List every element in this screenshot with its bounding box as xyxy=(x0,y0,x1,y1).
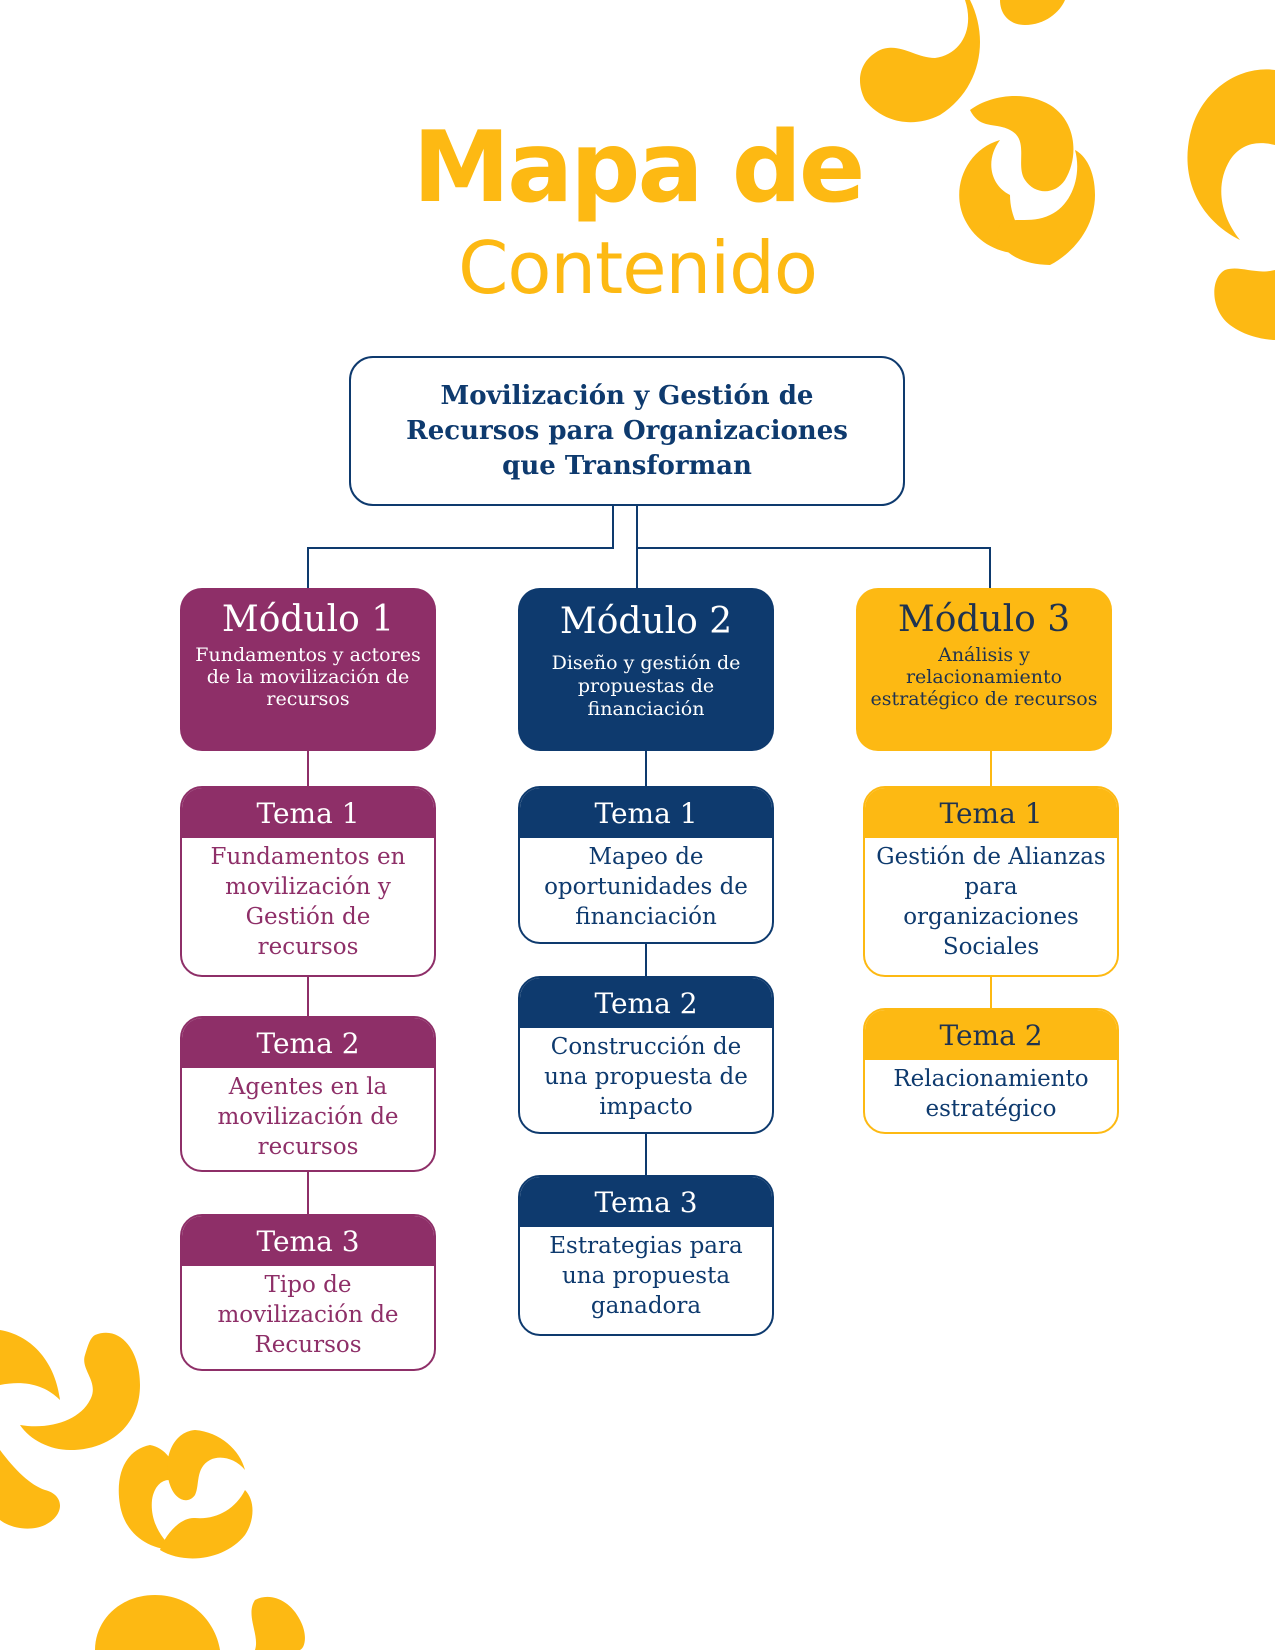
module-3-subtitle: Análisis y relacionamiento estratégico d… xyxy=(870,644,1098,710)
connector-module1-vertical xyxy=(307,547,309,588)
m2-tema-1-text: Mapeo de oportunidades de financiación xyxy=(544,844,748,930)
page-title-line1: Mapa de xyxy=(412,111,866,225)
root-topic-title: Movilización y Gestión de Recursos para … xyxy=(406,380,848,481)
m1-tema-2-text: Agentes en la movilización de recursos xyxy=(217,1074,399,1160)
m2-tema-1-label: Tema 1 xyxy=(520,788,772,838)
m3-tema-1-label: Tema 1 xyxy=(865,788,1117,838)
m2-tema-3-card: Tema 3 Estrategias para una propuesta ga… xyxy=(518,1175,774,1336)
module-1-box: Módulo 1 Fundamentos y actores de la mov… xyxy=(180,588,436,751)
module-3-title: Módulo 3 xyxy=(897,599,1071,640)
connector-m1-vertical-3 xyxy=(307,1170,309,1215)
connector-module3-vertical xyxy=(989,547,991,588)
m3-tema-1-card: Tema 1 Gestión de Alianzas para organiza… xyxy=(863,786,1119,977)
module-2-box: Módulo 2 Diseño y gestión de propuestas … xyxy=(518,588,774,751)
connector-m2-vertical-1 xyxy=(645,751,647,787)
root-topic-box: Movilización y Gestión de Recursos para … xyxy=(349,356,905,506)
m2-tema-2-card: Tema 2 Construcción de una propuesta de … xyxy=(518,976,774,1134)
connector-m1-vertical-2 xyxy=(307,975,309,1017)
m3-tema-1-text: Gestión de Alianzas para organizaciones … xyxy=(876,844,1106,960)
connector-left-horizontal xyxy=(307,547,614,549)
m1-tema-3-card: Tema 3 Tipo de movilización de Recursos xyxy=(180,1214,436,1371)
m2-tema-2-label: Tema 2 xyxy=(520,978,772,1028)
m3-tema-2-card: Tema 2 Relacionamiento estratégico xyxy=(863,1008,1119,1134)
swirl-decoration-bottom-left xyxy=(0,1330,305,1650)
m3-tema-2-text: Relacionamiento estratégico xyxy=(893,1066,1089,1122)
m1-tema-2-card: Tema 2 Agentes en la movilización de rec… xyxy=(180,1016,436,1172)
connector-m2-vertical-2 xyxy=(645,943,647,977)
m1-tema-1-label: Tema 1 xyxy=(182,788,434,838)
page-title-line2: Contenido xyxy=(458,226,818,310)
m3-tema-2-label: Tema 2 xyxy=(865,1010,1117,1060)
connector-root-left-vertical xyxy=(612,506,614,549)
connector-right-horizontal xyxy=(636,547,991,549)
m2-tema-3-text: Estrategias para una propuesta ganadora xyxy=(549,1233,743,1319)
module-1-title: Módulo 1 xyxy=(221,599,395,640)
m1-tema-1-card: Tema 1 Fundamentos en movilización y Ges… xyxy=(180,786,436,977)
module-3-box: Módulo 3 Análisis y relacionamiento estr… xyxy=(856,588,1112,751)
connector-m3-vertical-2 xyxy=(990,975,992,1009)
m2-tema-3-label: Tema 3 xyxy=(520,1177,772,1227)
module-1-subtitle: Fundamentos y actores de la movilización… xyxy=(195,644,421,710)
module-2-subtitle: Diseño y gestión de propuestas de financ… xyxy=(551,652,741,720)
m1-tema-1-text: Fundamentos en movilización y Gestión de… xyxy=(210,844,406,960)
swirl-decoration-top-right xyxy=(860,0,1275,340)
m2-tema-1-card: Tema 1 Mapeo de oportunidades de financi… xyxy=(518,786,774,944)
m1-tema-3-text: Tipo de movilización de Recursos xyxy=(217,1272,399,1358)
m1-tema-2-label: Tema 2 xyxy=(182,1018,434,1068)
connector-m2-vertical-3 xyxy=(645,1133,647,1176)
m1-tema-3-label: Tema 3 xyxy=(182,1216,434,1266)
connector-m1-vertical-1 xyxy=(307,751,309,787)
module-2-title: Módulo 2 xyxy=(559,601,733,642)
connector-m3-vertical-1 xyxy=(990,751,992,787)
m2-tema-2-text: Construcción de una propuesta de impacto xyxy=(544,1034,748,1120)
